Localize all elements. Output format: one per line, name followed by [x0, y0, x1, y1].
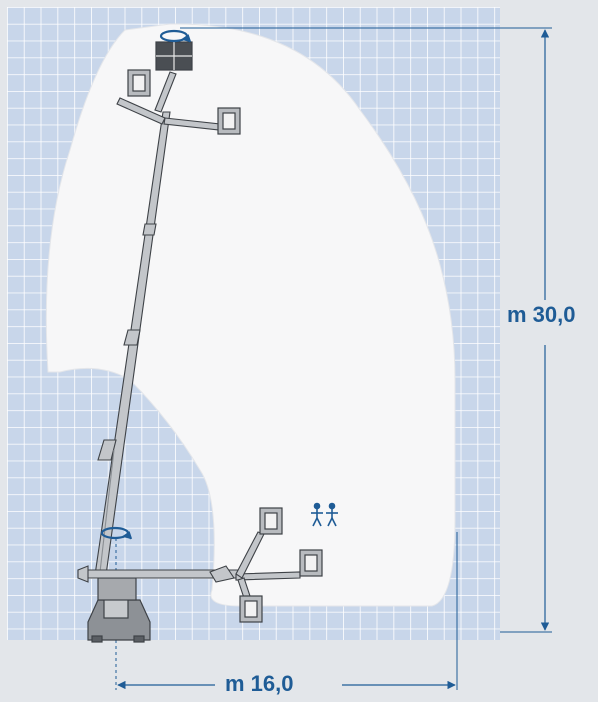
working-envelope	[45, 23, 456, 607]
max-height-label: m 30,0	[507, 302, 576, 327]
rotation-arrow-icon	[100, 526, 133, 540]
basket-upper-left	[127, 69, 151, 97]
top-jib	[116, 71, 221, 131]
max-outreach-label: m 16,0	[225, 671, 294, 696]
basket-lower-bottom	[239, 595, 263, 623]
basket-upper-right	[217, 107, 241, 135]
basket-lower-middle	[299, 549, 323, 577]
height-dimension	[180, 27, 552, 633]
basket-top	[155, 41, 193, 71]
machine-base	[87, 577, 151, 643]
baskets	[127, 41, 323, 623]
persons-icon	[311, 502, 338, 527]
width-dimension	[115, 532, 458, 690]
rotation-arrow-icon	[159, 29, 192, 43]
basket-lower-top	[259, 507, 283, 535]
